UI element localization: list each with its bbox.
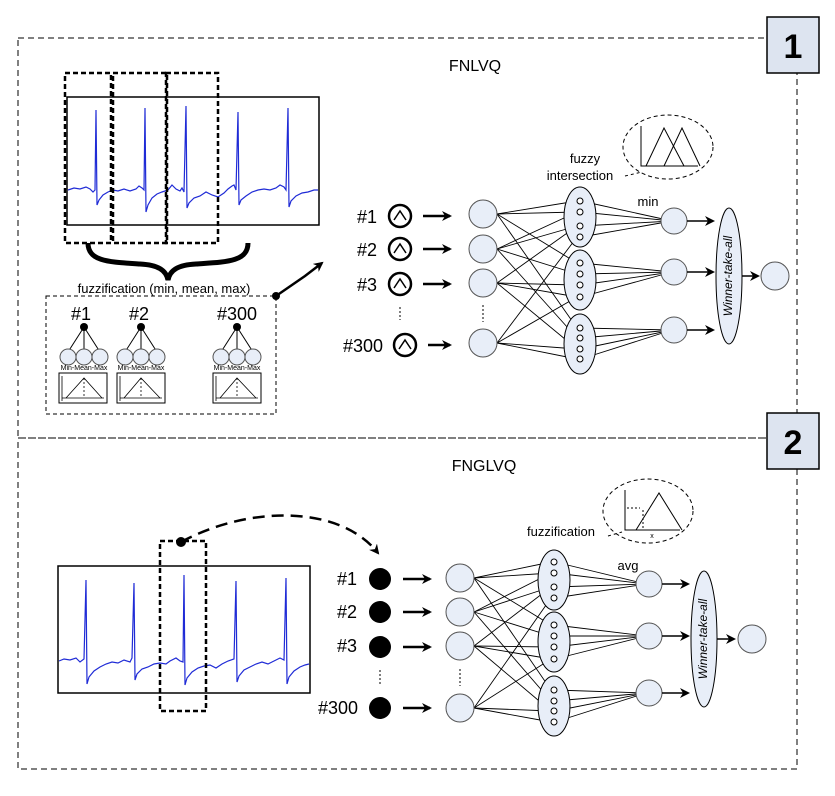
mmm-label-2: Min-Mean-Max (118, 365, 165, 372)
panel-1-title: FNLVQ (449, 58, 501, 75)
panel-2-connector-arrow (180, 514, 380, 555)
panel-1-input-nodes (468, 199, 498, 358)
panel-1-fuzzy-inputs (387, 203, 418, 358)
feature-label-2: #2 (129, 304, 149, 324)
fuzzification-label: fuzzification (min, mean, max) (78, 281, 251, 296)
panel-2-prototype-groups (537, 549, 571, 737)
panel-2-output-nodes (635, 570, 663, 707)
mmm-label-1: Min-Mean-Max (61, 365, 108, 372)
p1-output-class-node (760, 261, 790, 291)
panel-1-output-nodes (660, 207, 688, 344)
p2-input-label-3: #3 (337, 636, 357, 656)
inset-x-label: x (650, 533, 654, 540)
p1-input-label-1: #1 (357, 207, 377, 227)
min-label: min (638, 194, 659, 209)
panel-1-input-labels: #1 #2 #3 #300 (343, 207, 383, 356)
p1-input-label-300: #300 (343, 336, 383, 356)
fuzzy-input-icon (387, 271, 413, 297)
fuzzy-input-icon (392, 332, 418, 358)
panel-2-number: 2 (784, 424, 803, 462)
fuzzy-intersection-label-1: fuzzy (570, 151, 601, 166)
p1-input-label-2: #2 (357, 240, 377, 260)
p1-winner-take-all-label: Winner-take-all (721, 235, 735, 316)
p1-input-label-3: #3 (357, 275, 377, 295)
panel-2-output-arrows (662, 579, 690, 698)
panel-1-fuzzy-inset (622, 114, 714, 180)
panel-1-connector-arrow (275, 261, 324, 298)
panel-1-output-arrows (687, 216, 715, 335)
fuzzy-input-icon (387, 236, 413, 262)
panel-2-title: FNGLVQ (452, 458, 517, 475)
feature-label-300: #300 (217, 304, 257, 324)
feature-group-300: #300 Min-Mean-Max (212, 304, 262, 404)
panel-2-edges (473, 561, 647, 723)
p2-input-label-300: #300 (318, 698, 358, 718)
feature-group-2: #2 Min-Mean-Max (116, 304, 166, 404)
panel-2-ecg-trace (58, 574, 310, 686)
panel-1-input-arrows (423, 211, 452, 350)
panel-1-number: 1 (784, 28, 803, 66)
avg-label: avg (618, 558, 639, 573)
fuzzy-input-icon (387, 203, 413, 229)
panel-1-prototype-groups (563, 186, 597, 375)
p2-winner-take-all-label: Winner-take-all (696, 598, 710, 679)
panel-2-frame (17, 437, 798, 770)
feature-label-1: #1 (71, 304, 91, 324)
panel-2-ecg-plot (57, 539, 311, 713)
p2-input-label-1: #1 (337, 569, 357, 589)
p2-output-class-node (737, 624, 767, 654)
fuzzy-intersection-label-2: intersection (547, 168, 613, 183)
panel-2-fuzzification-inset: x (602, 478, 694, 544)
mmm-label-300: Min-Mean-Max (214, 365, 261, 372)
panel-2-input-arrows (403, 574, 432, 713)
panel-1-number-box: 1 (766, 16, 820, 74)
panel-1-curly-brace (85, 242, 251, 281)
panel-1-ecg-trace (67, 105, 318, 213)
p2-input-label-2: #2 (337, 602, 357, 622)
feature-group-1: #1 Min-Mean-Max (58, 304, 109, 404)
panel-1-winner-take-all: Winner-take-all (715, 207, 743, 345)
panel-2-input-labels: #1 #2 #3 #300 (318, 569, 358, 718)
panel-2-winner-take-all: Winner-take-all (690, 570, 718, 708)
panel-1-ecg-plot (63, 71, 320, 245)
panel-2-number-box: 2 (766, 412, 820, 470)
panel-2-input-nodes (445, 563, 475, 723)
fuzzification-layer-label: fuzzification (527, 524, 595, 539)
panel-2-crisp-inputs (369, 568, 391, 719)
fuzzification-box (45, 295, 277, 415)
